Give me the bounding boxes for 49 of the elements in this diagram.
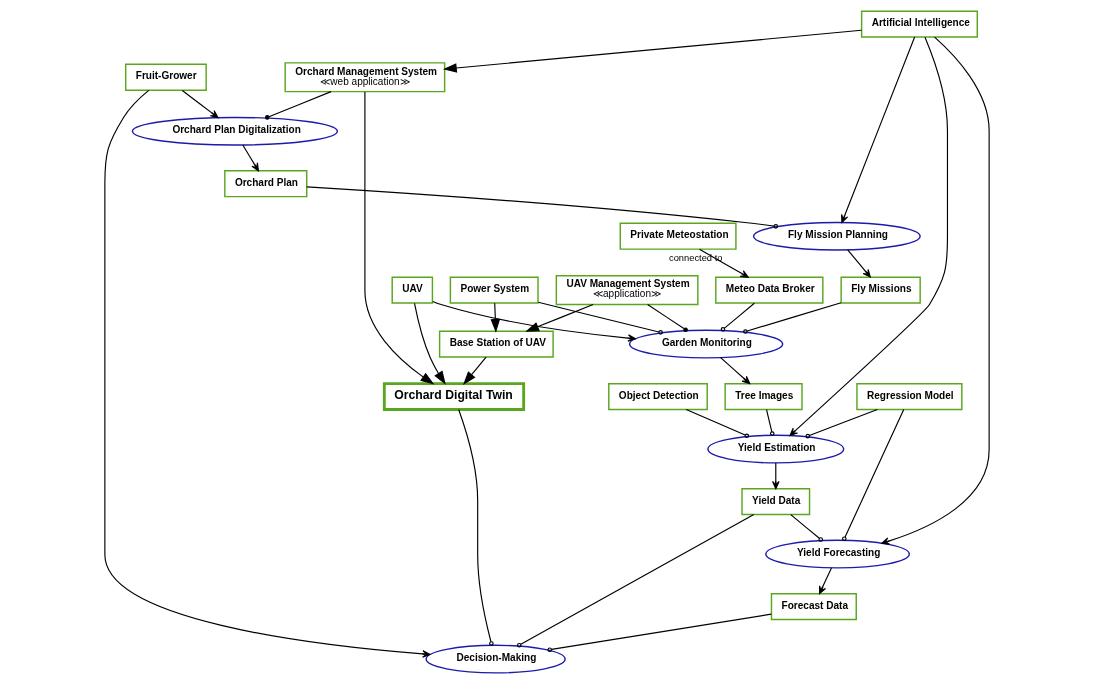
arrow [431,300,636,342]
arrow [846,249,871,278]
arrow [788,36,948,437]
connector [841,409,904,542]
connector [720,302,755,332]
node-box: Orchard Digital Twin [382,382,525,411]
arrow [818,567,832,595]
arrow [490,302,500,333]
connector [537,301,663,335]
arrow [413,302,446,385]
node-box: Orchard Plan [223,170,307,198]
node-box: Meteo Data Broker [714,276,824,304]
node-box: Fruit-Grower [124,63,207,91]
arrow [719,357,750,385]
node-box: UAV Management System ≪application≫ [555,275,699,306]
arrow [442,29,862,73]
connector [789,514,823,542]
connector [516,514,754,648]
connector [742,302,842,334]
connector [685,408,749,439]
arrow [880,36,990,545]
node-box: Orchard Management System ≪web application≫ [283,62,445,93]
node-box: Fly Missions [839,276,921,304]
connector [457,408,494,646]
node-box: Base Station of UAV [438,330,554,358]
arrow [771,462,780,490]
arrow [103,89,431,658]
arrow [241,144,259,172]
node-box: Power System [449,276,539,304]
node-box: Artificial Intelligence [860,10,978,38]
node-box: Object Detection [607,382,708,411]
arrow [363,91,434,385]
arrow [462,356,487,385]
connector [264,91,332,120]
arrow [524,303,594,332]
node-box: Forecast Data [770,592,857,621]
connector [546,613,772,652]
connector [765,409,775,436]
connector [804,408,878,439]
connector [305,186,778,229]
node-box: Yield Data [740,487,810,516]
arrow [698,248,749,278]
node-box: UAV [390,276,433,304]
node-box: Tree Images [723,382,803,411]
arrow [840,36,915,223]
connector [646,303,688,333]
arrow [181,89,218,119]
node-box: Private Meteostation [619,222,737,250]
node-box: Regression Model [855,382,963,411]
